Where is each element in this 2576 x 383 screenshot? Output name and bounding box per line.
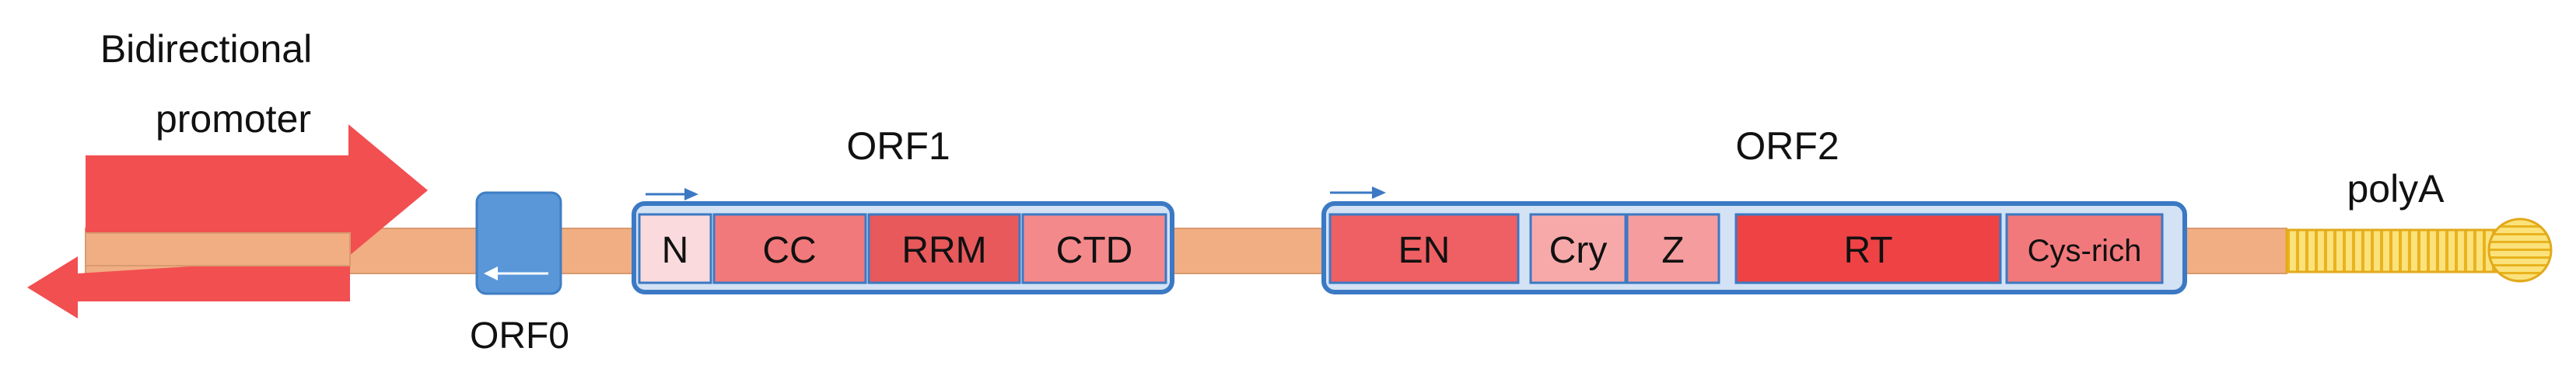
orf1-domain-ctd-label: CTD (1056, 230, 1133, 271)
promoter-backbone-segment (85, 232, 351, 266)
promoter-label-line1: Bidirectional (100, 27, 312, 71)
orf0-arrow-head (484, 266, 498, 280)
promoter-label-line2: promoter (156, 97, 311, 141)
orf1-domain-cc-box (712, 213, 867, 284)
orf2-start-arrow-head (1372, 186, 1386, 199)
orf2-domain-cry-label: Cry (1549, 230, 1608, 271)
polya-label: polyA (2347, 167, 2445, 211)
orf2-domain-z-label: Z (1661, 230, 1684, 271)
orf2-label: ORF2 (1735, 124, 1839, 168)
orf2-domain-rt-label: RT (1843, 230, 1892, 271)
orf2-domain-z-box (1626, 213, 1720, 284)
orf2-domain-cys-rich-label: Cys-rich (2028, 234, 2142, 268)
orf0-label: ORF0 (470, 315, 569, 357)
orf1-label: ORF1 (846, 124, 950, 168)
orf1-domain-rrm-label: RRM (901, 230, 986, 271)
orf1-domain-n-label: N (662, 230, 689, 271)
orf1-start-arrow-head (684, 188, 698, 200)
promoter-right-arrow (86, 124, 428, 256)
orf0-box (475, 191, 562, 295)
orf2-domain-cys-rich-box (2005, 213, 2164, 284)
orf1-domain-ctd-box (1021, 213, 1167, 284)
orf2-domain-en-box (1328, 213, 1520, 284)
orf2-domain-rt-box (1734, 213, 2002, 284)
promoter-left-arrow (27, 256, 350, 319)
polya-tract (2285, 228, 2500, 273)
orf1-domain-n-box (638, 213, 712, 284)
orf2-domain-cry-box (1529, 213, 1627, 284)
polya-end-cap (2487, 218, 2553, 283)
orf1-domain-cc-label: CC (762, 230, 816, 271)
orf2-domain-en-label: EN (1398, 230, 1451, 271)
orf1-domain-rrm-box (867, 213, 1021, 284)
